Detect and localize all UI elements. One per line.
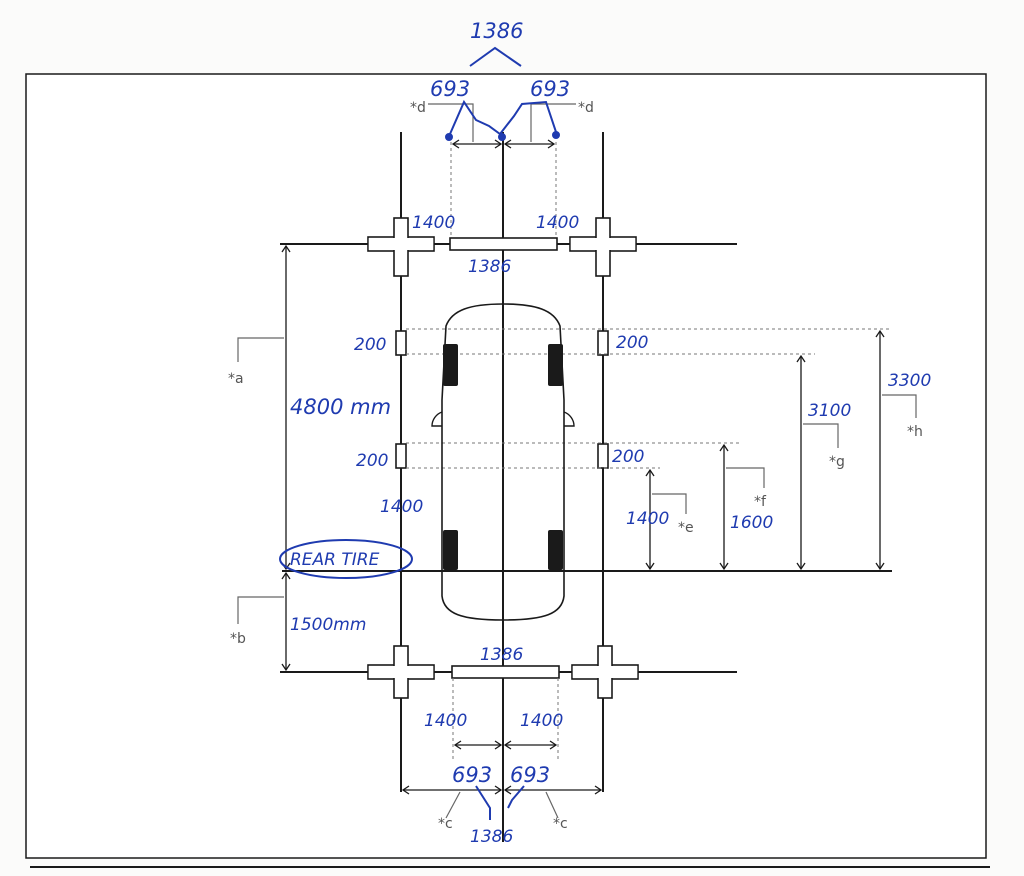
dim-arrow-rear xyxy=(281,571,291,672)
rear-left-tire xyxy=(443,530,458,570)
top-dimension-arrows xyxy=(451,139,556,149)
handwritten-strokes xyxy=(279,46,560,820)
leader-d-left xyxy=(428,103,474,142)
leader-e xyxy=(652,493,687,514)
leader-f xyxy=(726,467,765,488)
rear-tire-label: REAR TIRE xyxy=(290,550,380,570)
front-right-cross-target xyxy=(569,217,637,277)
dim-arrow-1600 xyxy=(719,443,729,571)
bottom-right-half: 693 xyxy=(510,763,550,787)
dim-arrow-1400 xyxy=(645,468,655,571)
right-marker-upper xyxy=(597,330,609,356)
front-left-cross-target xyxy=(367,217,435,277)
dim-arrow-3100 xyxy=(796,354,806,571)
rear-right-cross-target xyxy=(571,645,639,699)
label-d-left: *d xyxy=(410,100,426,116)
leader-g xyxy=(803,423,839,448)
front-left-tire xyxy=(443,344,458,386)
label-c-right: *c xyxy=(553,816,568,832)
page-bottom-rule xyxy=(30,866,990,868)
top-bar-1386: 1386 xyxy=(468,257,511,277)
front-center-bar xyxy=(449,237,558,251)
left-1400: 1400 xyxy=(380,497,423,517)
top-right-half: 693 xyxy=(530,77,570,101)
dim-g-value: 3100 xyxy=(808,401,851,421)
leader-c-right xyxy=(545,791,559,819)
rear-right-tire xyxy=(548,530,563,570)
leader-h xyxy=(882,394,917,418)
left-200-upper: 200 xyxy=(354,335,386,355)
top-right-1400: 1400 xyxy=(536,213,579,233)
left-marker-upper xyxy=(395,330,407,356)
bottom-left-1400: 1400 xyxy=(424,711,467,731)
label-d-right: *d xyxy=(578,100,594,116)
rear-center-bar xyxy=(451,665,560,679)
left-200-lower: 200 xyxy=(356,451,388,471)
bottom-bar-1386: 1386 xyxy=(480,645,523,665)
leader-c-left xyxy=(445,791,461,819)
bottom-left-half: 693 xyxy=(452,763,492,787)
leader-b xyxy=(237,596,284,624)
rear-tire-circle xyxy=(279,539,413,579)
dim-f-value: 1600 xyxy=(730,513,773,533)
bottom-total: 1386 xyxy=(470,827,513,847)
label-h: *h xyxy=(907,424,923,440)
dim-e-value: 1400 xyxy=(626,509,669,529)
front-right-tire xyxy=(548,344,563,386)
label-e: *e xyxy=(678,520,694,536)
label-b: *b xyxy=(230,631,246,647)
right-marker-lower xyxy=(597,443,609,469)
dim-h-value: 3300 xyxy=(888,371,931,391)
vehicle-outline xyxy=(431,303,575,621)
label-a: *a xyxy=(228,371,244,387)
rear-distance: 1500mm xyxy=(290,615,366,635)
front-distance: 4800 mm xyxy=(290,395,391,419)
right-200-lower: 200 xyxy=(612,447,644,467)
dim-arrow-3300 xyxy=(875,329,885,571)
rear-left-cross-target xyxy=(367,645,435,699)
label-f: *f xyxy=(754,494,767,510)
right-200-upper: 200 xyxy=(616,333,648,353)
bottom-half-arrows xyxy=(453,740,558,750)
top-left-1400: 1400 xyxy=(412,213,455,233)
top-left-half: 693 xyxy=(430,77,470,101)
leader-a xyxy=(237,337,284,362)
diagram-frame xyxy=(25,73,987,859)
bottom-right-1400: 1400 xyxy=(520,711,563,731)
label-g: *g xyxy=(829,454,845,470)
label-c-left: *c xyxy=(438,816,453,832)
left-marker-lower xyxy=(395,443,407,469)
top-total: 1386 xyxy=(470,19,523,43)
